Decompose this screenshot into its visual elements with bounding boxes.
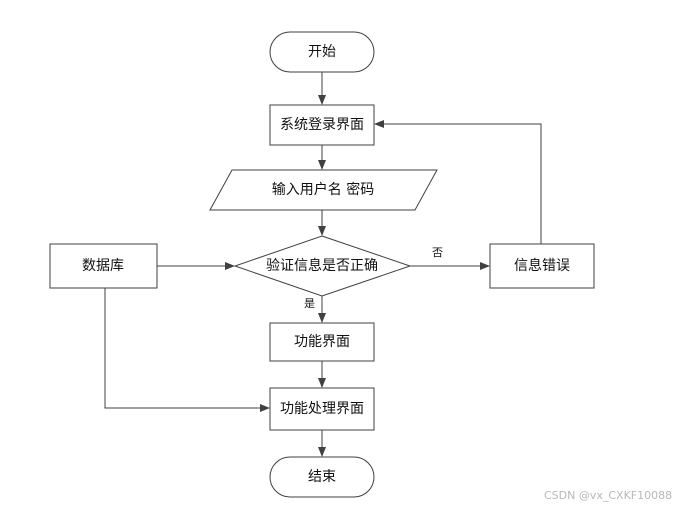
node-verify-label: 验证信息是否正确 [266,257,378,274]
node-end-label: 结束 [308,469,336,485]
edge-error-login [374,120,542,244]
node-input-label: 输入用户名 密码 [272,181,374,198]
node-processing-label: 功能处理界面 [280,401,364,417]
node-error-label: 信息错误 [514,257,570,274]
node-error: 信息错误 [489,243,595,289]
node-verify: 验证信息是否正确 [233,235,412,297]
edge-database-processing [104,288,270,412]
node-end: 结束 [269,456,375,498]
node-function-label: 功能界面 [294,334,350,350]
node-start-label: 开始 [308,44,336,60]
node-login: 系统登录界面 [269,104,375,146]
node-database: 数据库 [49,243,158,289]
node-function: 功能界面 [269,322,375,362]
watermark: CSDN @vx_CXKF10088 [544,489,672,502]
node-login-label: 系统登录界面 [280,117,364,133]
node-input: 输入用户名 密码 [209,169,438,211]
node-start: 开始 [269,31,375,73]
edge-label-yes: 是 [304,297,315,310]
node-database-label: 数据库 [82,258,124,274]
edge-label-no: 否 [432,246,443,259]
node-processing: 功能处理界面 [269,387,375,431]
